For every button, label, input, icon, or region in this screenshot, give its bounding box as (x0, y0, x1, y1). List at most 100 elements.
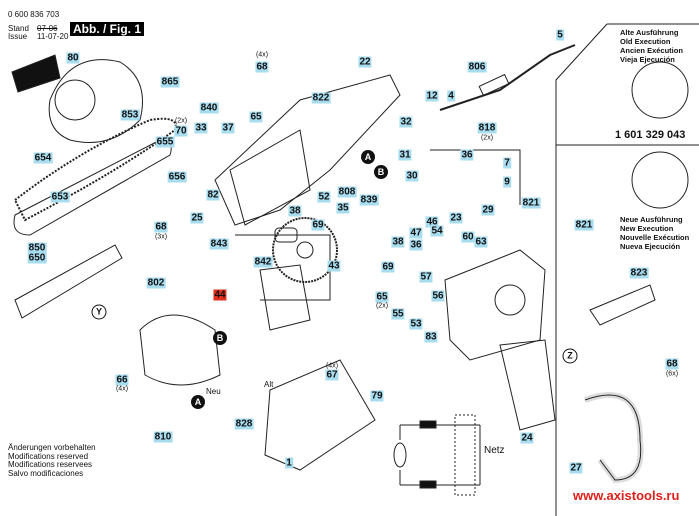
part-label: 818 (477, 122, 497, 134)
motor-shape (139, 314, 221, 386)
caption-line: Vieja Ejecución (620, 55, 675, 64)
note-line: Modifications reserved (8, 451, 89, 461)
inset-frame (555, 23, 699, 516)
caption-line: Ancien Exécution (620, 46, 683, 55)
quantity-note: (2x) (480, 134, 494, 142)
quantity-note: (6x) (665, 370, 679, 378)
part-label: 1 (285, 457, 293, 469)
gearbox-opening (494, 284, 526, 316)
part-label: 821 (521, 197, 541, 209)
caption-line: New Execution (620, 224, 674, 233)
part-label: 60 (461, 231, 475, 243)
marker-b: B (374, 165, 388, 179)
mains-label: Netz (484, 445, 505, 456)
part-label: 650 (27, 252, 47, 264)
part-label: 29 (481, 204, 495, 216)
part-label: 33 (194, 122, 208, 134)
note-line: Änderungen vorbehalten (8, 443, 96, 452)
part-label: 32 (399, 116, 413, 128)
part-label: 69 (381, 261, 395, 273)
part-label: 46 (425, 216, 439, 228)
part-label: 9 (503, 176, 511, 188)
part-label: 57 (419, 271, 433, 283)
modifications-note: Änderungen vorbehalten Modifications res… (8, 443, 96, 478)
old-version-note: Alt (264, 380, 274, 389)
part-label: 23 (449, 212, 463, 224)
quantity-note: (3x) (154, 233, 168, 241)
part-label: 80 (66, 52, 80, 64)
part-label: 842 (253, 256, 273, 268)
quantity-note: (4x) (325, 362, 339, 370)
oil-tank-shape (259, 264, 311, 331)
gearbox-housing-shape (444, 249, 546, 361)
gear-shape (272, 217, 338, 283)
rear-handle-shape (583, 392, 644, 484)
part-label: 79 (370, 390, 384, 402)
quantity-note: (4x) (115, 385, 129, 393)
part-label: 66 (115, 374, 129, 386)
handle-shape (499, 339, 556, 431)
part-label: 43 (327, 260, 341, 272)
part-label: 37 (221, 122, 235, 134)
old-execution-caption: Alte Ausführung Old Execution Ancien Exé… (620, 28, 683, 64)
part-label: 83 (424, 331, 438, 343)
old-date: 07-06 (37, 24, 58, 33)
part-label: 68 (665, 358, 679, 370)
part-label: 53 (409, 318, 423, 330)
sprocket-cover-wheel (54, 79, 96, 121)
marker-a: A (191, 395, 205, 409)
part-label: 36 (460, 149, 474, 161)
part-label: 67 (325, 369, 339, 381)
part-label: 839 (359, 194, 379, 206)
part-label: 843 (209, 238, 229, 250)
part-label: 68 (255, 61, 269, 73)
part-label: 12 (425, 90, 439, 102)
issue-label: Issue (8, 32, 28, 41)
part-label: 22 (358, 56, 372, 68)
part-label: 35 (336, 202, 350, 214)
part-label: 55 (391, 308, 405, 320)
part-label: 54 (430, 225, 444, 237)
part-label: 865 (160, 76, 180, 88)
cable-shape (439, 44, 576, 111)
part-label: 654 (33, 152, 53, 164)
part-label: 70 (174, 125, 188, 137)
part-label: 36 (409, 239, 423, 251)
part-label: 840 (199, 102, 219, 114)
part-label: 802 (146, 277, 166, 289)
part-label: 808 (337, 186, 357, 198)
bar-cover-shape (14, 244, 123, 319)
caption-line: Old Execution (620, 37, 671, 46)
part-label: 25 (190, 212, 204, 224)
gear-hub (296, 241, 314, 259)
quantity-note: (2x) (375, 302, 389, 310)
new-version-note: Neu (206, 387, 221, 396)
caption-line: Nouvelle Exécution (620, 233, 690, 242)
quantity-note: (4x) (255, 51, 269, 59)
part-label: 853 (120, 109, 140, 121)
part-label: 828 (234, 418, 254, 430)
caption-line: Neue Ausführung (620, 215, 683, 224)
saw-chain-shape (13, 117, 177, 222)
motor-housing-shape (264, 359, 376, 471)
website-watermark: www.axistools.ru (573, 488, 680, 503)
chain-cover-shape (11, 54, 61, 93)
inset-old-detail (631, 61, 689, 119)
inset-new-detail (631, 151, 689, 209)
part-label: 68 (154, 221, 168, 233)
part-label: 806 (467, 61, 487, 73)
hand-guard-shape (589, 284, 656, 326)
note-line: Salvo modificaciones (8, 468, 84, 478)
marker-y: Y (91, 304, 107, 320)
part-label: 823 (629, 267, 649, 279)
document-number: 0 600 836 703 (8, 10, 60, 19)
part-label: 52 (317, 191, 331, 203)
cable-sleeve-shape (478, 73, 510, 97)
wiring-diagram (393, 414, 481, 496)
quantity-note: (2x) (174, 117, 188, 125)
sprocket-cover-shape (48, 59, 143, 143)
part-label: 4 (447, 90, 455, 102)
part-label: 27 (569, 462, 583, 474)
new-execution-caption: Neue Ausführung New Execution Nouvelle E… (620, 215, 689, 251)
